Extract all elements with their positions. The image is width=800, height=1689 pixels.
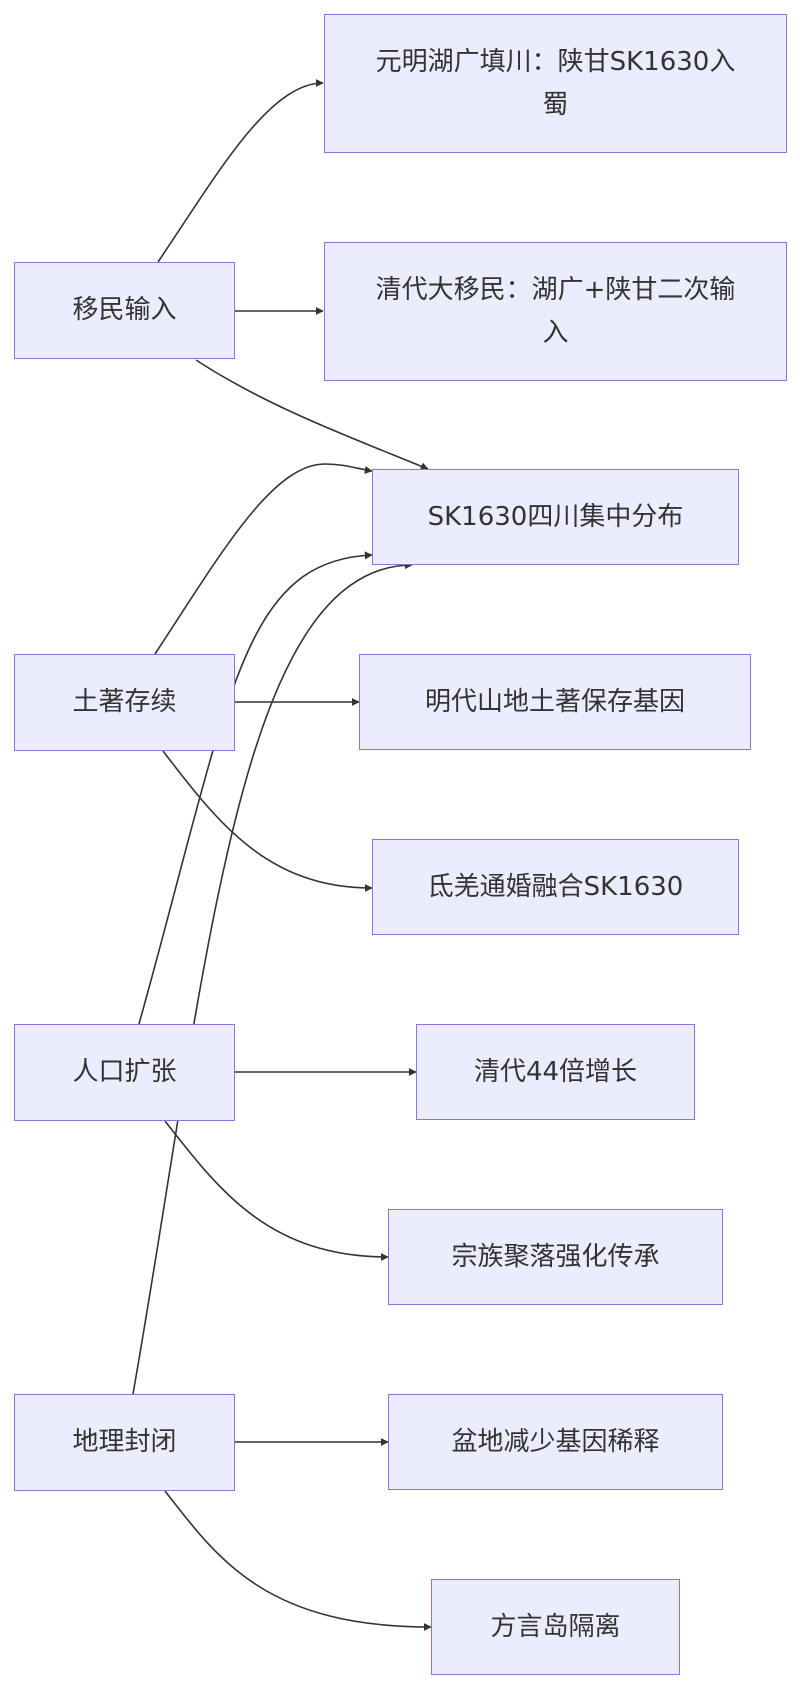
edge-population-to-sk1630 bbox=[138, 551, 373, 1025]
node-population: 人口扩张 bbox=[14, 1024, 235, 1121]
edge-population-to-clan-villages bbox=[164, 1120, 389, 1261]
node-qing-migration: 清代大移民：湖广+陕甘二次输入 bbox=[324, 242, 787, 381]
edge-geography-to-dialect-island bbox=[164, 1490, 432, 1631]
node-dialect-island: 方言岛隔离 bbox=[431, 1579, 680, 1675]
node-sk1630-sichuan: SK1630四川集中分布 bbox=[372, 469, 739, 565]
node-geography: 地理封闭 bbox=[14, 1394, 235, 1491]
node-clan-villages: 宗族聚落强化传承 bbox=[388, 1209, 723, 1305]
node-ming-mountain: 明代山地土著保存基因 bbox=[359, 654, 751, 750]
edge-indigenous-to-di-qiang bbox=[162, 750, 373, 892]
node-yuan-ming: 元明湖广填川：陕甘SK1630入蜀 bbox=[324, 14, 787, 153]
node-di-qiang: 氐羌通婚融合SK1630 bbox=[372, 839, 739, 935]
edge-indigenous-to-sk1630 bbox=[154, 463, 373, 655]
edge-migration-to-yuan-ming bbox=[157, 79, 324, 263]
node-basin: 盆地减少基因稀释 bbox=[388, 1394, 723, 1490]
node-indigenous: 土著存续 bbox=[14, 654, 235, 751]
edge-migration-to-sk1630 bbox=[195, 359, 429, 470]
edge-geography-to-sk1630 bbox=[132, 561, 413, 1395]
node-migration: 移民输入 bbox=[14, 262, 235, 359]
node-qing-growth: 清代44倍增长 bbox=[416, 1024, 695, 1120]
